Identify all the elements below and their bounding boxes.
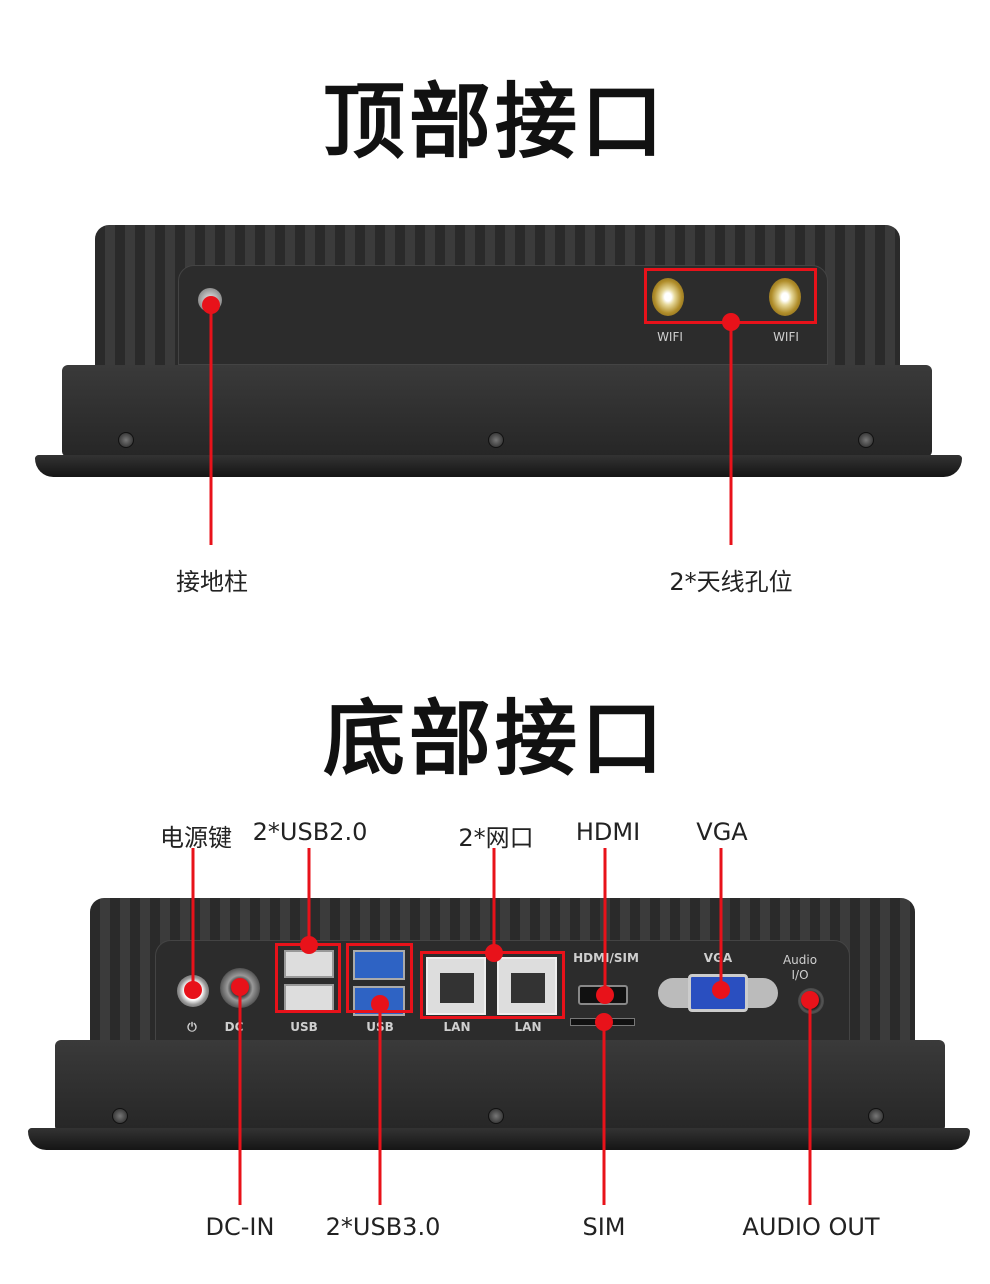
callout-usb2: 2*USB2.0 [252, 818, 368, 846]
usb2-label: USB [290, 1020, 318, 1034]
wifi-label: WIFI [773, 330, 799, 344]
usb3-port [353, 950, 405, 980]
callout-sim: SIM [582, 1213, 626, 1241]
audio-label: Audio I/O [782, 953, 818, 982]
lan-label: LAN [443, 1020, 471, 1034]
vga-label: VGA [703, 951, 733, 965]
lan-label: LAN [514, 1020, 542, 1034]
callout-usb3: 2*USB3.0 [325, 1213, 441, 1241]
wifi-antenna-connector-icon [652, 278, 684, 316]
callout-ground: 接地柱 [176, 568, 248, 596]
callout-lan: 2*网口 [458, 824, 534, 852]
wifi-label: WIFI [657, 330, 683, 344]
bottom-section-title: 底部接口 [322, 692, 667, 787]
lan-port [426, 957, 486, 1015]
wifi-antenna-connector-icon [769, 278, 801, 316]
callout-audio-out: AUDIO OUT [742, 1213, 880, 1241]
callout-power: 电源键 [160, 824, 232, 852]
callout-hdmi: HDMI [575, 818, 641, 846]
lan-port [497, 957, 557, 1015]
power-label: ⏻ [187, 1020, 197, 1034]
top-section-title: 顶部接口 [322, 75, 667, 170]
callout-dc-in: DC-IN [205, 1213, 275, 1241]
callout-antenna: 2*天线孔位 [669, 568, 793, 596]
callout-vga: VGA [696, 818, 748, 846]
